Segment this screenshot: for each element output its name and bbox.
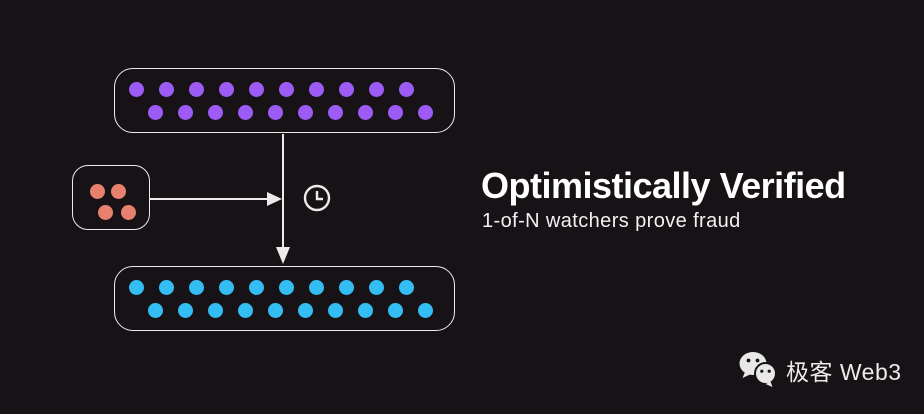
node-dot (399, 82, 414, 97)
node-dot (339, 82, 354, 97)
node-dot (148, 303, 163, 318)
node-dot (369, 82, 384, 97)
dot-row (148, 303, 433, 318)
node-dot (238, 105, 253, 120)
node-dot (388, 303, 403, 318)
node-dot (418, 105, 433, 120)
node-dot (268, 303, 283, 318)
node-dot (418, 303, 433, 318)
watermark: 极客 Web3 (738, 350, 902, 390)
dot-row (129, 82, 414, 97)
node-dot (159, 280, 174, 295)
wechat-icon (739, 352, 777, 387)
node-dot (309, 82, 324, 97)
lower-node-set-box (114, 266, 455, 331)
node-dot (159, 82, 174, 97)
node-dot (111, 184, 126, 199)
right-arrowhead (267, 192, 282, 206)
dot-row (129, 280, 414, 295)
node-dot (208, 303, 223, 318)
node-dot (279, 280, 294, 295)
upper-node-set-box (114, 68, 455, 133)
dot-row (98, 205, 136, 220)
node-dot (90, 184, 105, 199)
node-dot (249, 280, 264, 295)
node-dot (268, 105, 283, 120)
watcher-set-box (72, 165, 150, 230)
node-dot (309, 280, 324, 295)
dot-row (90, 184, 126, 199)
node-dot (178, 303, 193, 318)
node-dot (208, 105, 223, 120)
node-dot (399, 280, 414, 295)
node-dot (189, 82, 204, 97)
node-dot (328, 105, 343, 120)
node-dot (298, 303, 313, 318)
node-dot (358, 303, 373, 318)
node-dot (238, 303, 253, 318)
down-arrowhead (276, 247, 290, 264)
node-dot (129, 280, 144, 295)
horizontal-connector-line (150, 198, 268, 200)
node-dot (369, 280, 384, 295)
node-dot (388, 105, 403, 120)
node-dot (219, 280, 234, 295)
caption-title: Optimistically Verified (481, 165, 846, 206)
dot-row (148, 105, 433, 120)
clock-icon (303, 184, 331, 212)
node-dot (98, 205, 113, 220)
node-dot (178, 105, 193, 120)
caption-subtitle: 1-of-N watchers prove fraud (482, 210, 741, 232)
node-dot (148, 105, 163, 120)
node-dot (328, 303, 343, 318)
node-dot (219, 82, 234, 97)
node-dot (129, 82, 144, 97)
vertical-connector-line (282, 134, 284, 248)
node-dot (358, 105, 373, 120)
node-dot (298, 105, 313, 120)
node-dot (339, 280, 354, 295)
node-dot (121, 205, 136, 220)
node-dot (279, 82, 294, 97)
node-dot (189, 280, 204, 295)
watermark-label: 极客 Web3 (786, 359, 902, 385)
node-dot (249, 82, 264, 97)
caption-block: Optimistically Verified 1-of-N watchers … (481, 166, 901, 233)
